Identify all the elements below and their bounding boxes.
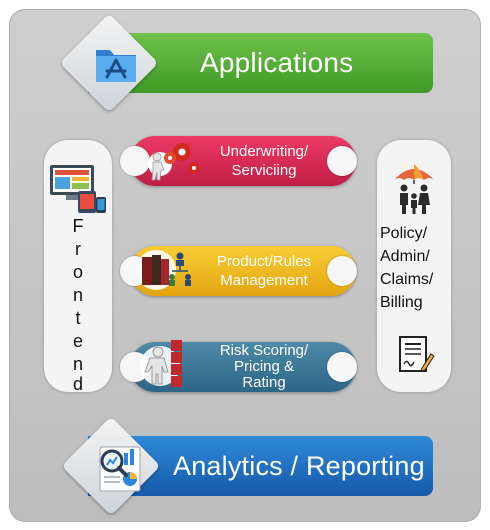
frontend-letter: t (75, 308, 81, 328)
frontend-letter: n (72, 285, 83, 305)
frontend-letter: F (72, 216, 84, 236)
underwriting-servicing-module: Underwriting/ Serviciing (130, 136, 356, 186)
module-label: Underwriting/ Serviciing (194, 136, 334, 186)
family-umbrella-icon (391, 160, 437, 221)
analytics-reporting-label: Analytics / Reporting (173, 450, 425, 481)
analytics-magnifier-icon (94, 443, 146, 500)
right-connector (327, 352, 357, 382)
policy-line: Billing (380, 294, 423, 311)
frontend-letter: e (72, 331, 83, 351)
applications-label: Applications (200, 47, 354, 78)
frontend-letter: o (72, 262, 83, 282)
module-label: Product/Rules Management (194, 246, 334, 296)
module-label: Risk Scoring/ Pricing & Rating (194, 342, 334, 392)
policy-admin-claims-billing-label: Policy/ Admin/ Claims/ Billing (380, 222, 450, 314)
frontend-letter: n (72, 354, 83, 374)
module-line: Rating (242, 374, 286, 391)
right-connector (327, 256, 357, 286)
module-line: Underwriting/ (219, 143, 309, 160)
module-line: Risk Scoring/ (219, 342, 309, 359)
left-connector (120, 146, 150, 176)
signed-document-icon (396, 334, 436, 381)
books-org-chart-icon (136, 247, 191, 293)
gears-person-icon (146, 138, 200, 184)
app-store-folder-icon (92, 42, 140, 91)
frontend-letter: d (72, 374, 83, 394)
module-line: Pricing & (233, 358, 295, 375)
right-connector (327, 146, 357, 176)
policy-line: Admin/ (380, 248, 430, 265)
module-line: Serviciing (231, 162, 297, 179)
policy-line: Policy/ (380, 225, 428, 242)
policy-line: Claims/ (380, 271, 434, 288)
module-line: Product/Rules (216, 253, 312, 270)
risk-dice-person-icon (138, 338, 184, 387)
frontend-letter: r (75, 239, 81, 259)
devices-icon (48, 163, 108, 220)
analytics-reporting-banner: Analytics / Reporting (88, 436, 433, 496)
module-line: Management (220, 272, 308, 289)
